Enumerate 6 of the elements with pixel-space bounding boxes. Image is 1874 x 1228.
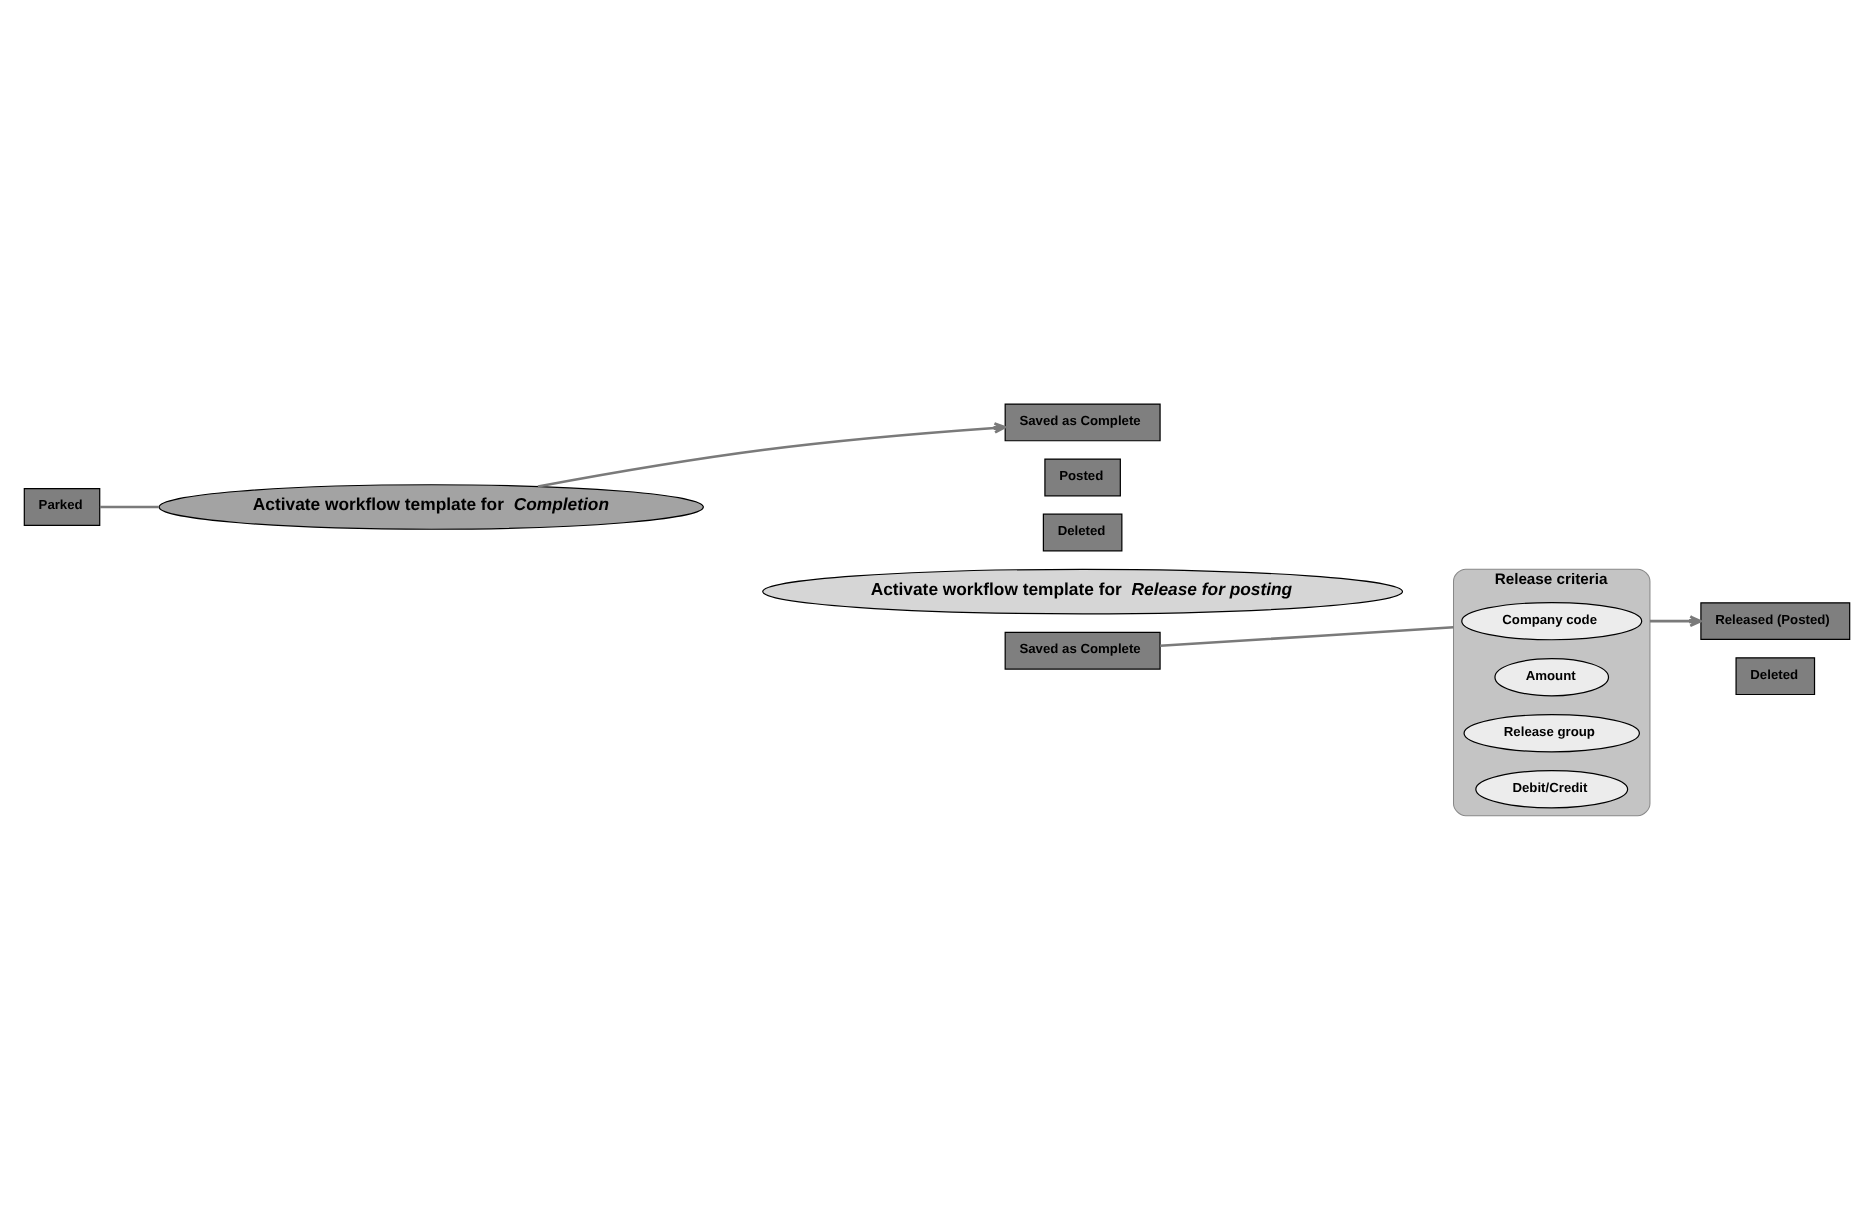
- node-ellipse: Activate workflow template for Release for posting: [762, 568, 1404, 615]
- node-ellipse: Activate workflow template for Completion: [158, 484, 704, 530]
- connector: [99, 505, 159, 509]
- arrow: [1649, 615, 1702, 627]
- arrow: [537, 422, 1007, 488]
- connector: [1160, 626, 1454, 648]
